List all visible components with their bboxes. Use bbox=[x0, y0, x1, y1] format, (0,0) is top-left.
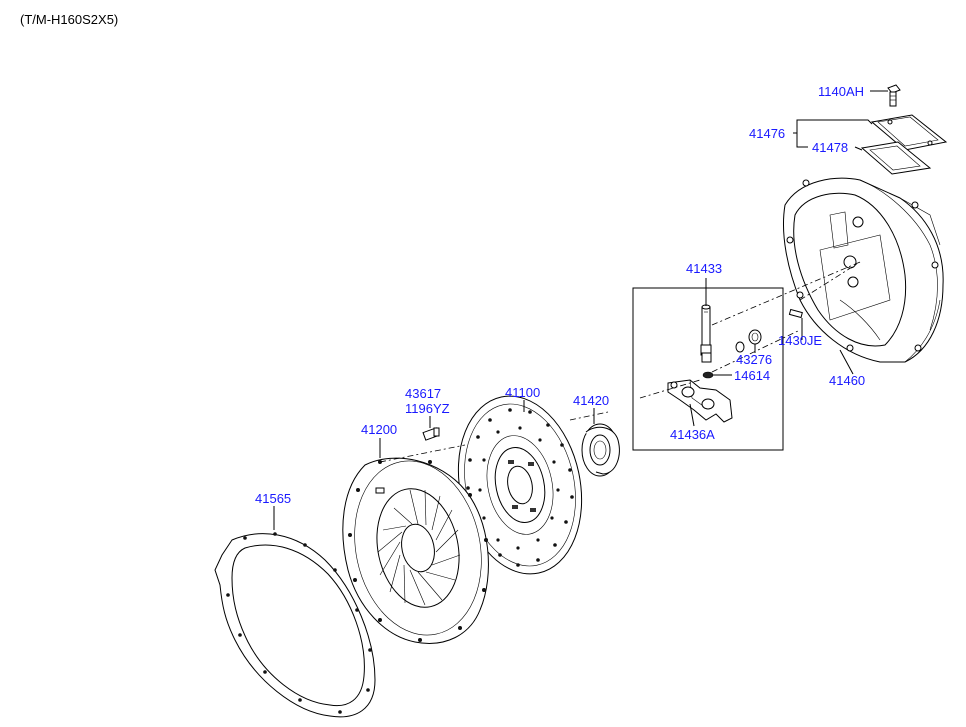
cover-41476-drawing bbox=[870, 114, 948, 151]
pin-1430je-drawing bbox=[788, 308, 803, 319]
pressure-plate-41200-drawing bbox=[342, 457, 489, 644]
callout-41433[interactable]: 41433 bbox=[686, 261, 722, 276]
bushing-43276-drawing bbox=[735, 329, 762, 353]
gasket-41478-drawing bbox=[860, 141, 932, 175]
callout-41200[interactable]: 41200 bbox=[361, 422, 397, 437]
leader-lines bbox=[273, 90, 888, 530]
model-code-header: (T/M-H160S2X5) bbox=[20, 12, 118, 27]
callout-1196yz[interactable]: 1196YZ bbox=[405, 401, 450, 416]
clutch-housing-41460-drawing bbox=[782, 177, 944, 363]
shaft-axis-line bbox=[711, 261, 861, 326]
callout-41478[interactable]: 41478 bbox=[812, 140, 848, 155]
callout-1430je[interactable]: 1430JE bbox=[778, 333, 822, 348]
callout-43617[interactable]: 43617 bbox=[405, 386, 441, 401]
callout-41565[interactable]: 41565 bbox=[255, 491, 291, 506]
callout-41420[interactable]: 41420 bbox=[573, 393, 609, 408]
clutch-disc-41100-drawing bbox=[457, 395, 583, 575]
fork-assembly-group-box bbox=[632, 287, 784, 451]
bolt-43617-drawing bbox=[422, 427, 440, 441]
assembly-axis-line bbox=[379, 261, 861, 463]
bolt-1140ah-drawing bbox=[887, 84, 901, 107]
callout-41460[interactable]: 41460 bbox=[829, 373, 865, 388]
callout-1140ah[interactable]: 1140AH bbox=[818, 84, 864, 99]
release-bearing-41420-drawing bbox=[581, 423, 620, 477]
callout-41476[interactable]: 41476 bbox=[749, 126, 785, 141]
release-fork-41436a-drawing bbox=[667, 379, 733, 423]
callout-43276[interactable]: 43276 bbox=[736, 352, 772, 367]
ring-14614-drawing bbox=[702, 371, 714, 379]
callout-41100[interactable]: 41100 bbox=[505, 385, 540, 400]
ring-gasket-41565-drawing bbox=[214, 532, 376, 718]
shaft-41433-drawing bbox=[700, 304, 712, 363]
callout-41436a[interactable]: 41436A bbox=[670, 427, 715, 442]
callout-14614[interactable]: 14614 bbox=[734, 368, 770, 383]
